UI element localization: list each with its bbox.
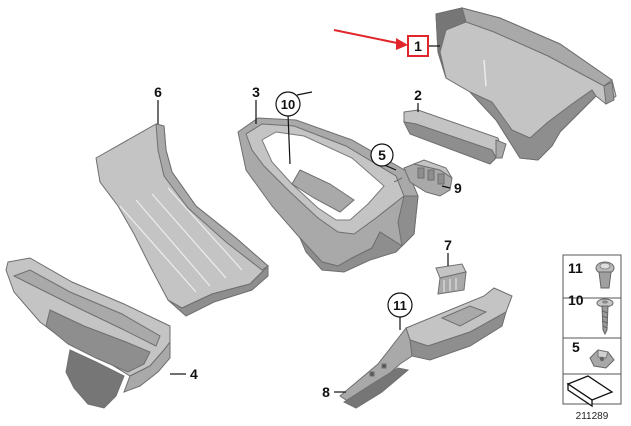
- callout-4-label: 4: [190, 366, 198, 382]
- callout-7-label: 7: [444, 237, 452, 253]
- callout-4[interactable]: 4: [190, 366, 198, 382]
- part-3-housing-frame[interactable]: [237, 117, 419, 273]
- part-1-trim-panel[interactable]: [435, 7, 617, 161]
- callout-2-label: 2: [414, 87, 422, 103]
- legend-item-11-label: 11: [568, 260, 583, 276]
- reference-number: 211289: [576, 411, 609, 422]
- callout-6-label: 6: [154, 84, 162, 100]
- callout-9-label: 9: [454, 180, 462, 196]
- callout-1-label: 1: [414, 38, 422, 54]
- legend-item-5-label: 5: [572, 339, 580, 355]
- callout-10[interactable]: 10: [275, 91, 301, 117]
- part-4-storage-box[interactable]: [5, 257, 171, 409]
- highlight-arrow: [333, 29, 408, 50]
- part-8-console-tray[interactable]: [339, 287, 513, 409]
- part-7-slide-piece[interactable]: [435, 263, 467, 295]
- callout-7[interactable]: 7: [444, 237, 452, 253]
- callout-3-label: 3: [252, 84, 260, 100]
- callout-10-label: 10: [281, 97, 295, 112]
- callout-6[interactable]: 6: [154, 84, 162, 100]
- legend-item-11[interactable]: 11: [568, 260, 615, 289]
- legend-item-5[interactable]: 5: [572, 339, 615, 369]
- callout-8-label: 8: [322, 384, 330, 400]
- callout-9[interactable]: 9: [454, 180, 462, 196]
- clip-nut-icon: [589, 349, 615, 369]
- push-rivet-icon: [595, 261, 615, 289]
- callout-5[interactable]: 5: [370, 143, 394, 167]
- part-6-floor-liner[interactable]: [95, 123, 269, 317]
- screw-icon: [596, 298, 614, 336]
- callout-11[interactable]: 11: [387, 292, 413, 318]
- callout-2[interactable]: 2: [414, 87, 422, 103]
- legend-item-10[interactable]: 10: [568, 292, 614, 336]
- callout-5-label: 5: [378, 147, 386, 163]
- callout-1[interactable]: 1: [407, 35, 429, 57]
- part-9-clip-cluster[interactable]: [393, 159, 453, 197]
- callout-8[interactable]: 8: [322, 384, 330, 400]
- callout-3[interactable]: 3: [252, 84, 260, 100]
- callout-11-label: 11: [393, 298, 407, 313]
- part-2-bracket[interactable]: [403, 109, 507, 165]
- bracket-symbol-icon: [566, 375, 614, 408]
- legend-bracket-symbol[interactable]: [566, 375, 614, 408]
- legend-item-10-label: 10: [568, 292, 584, 308]
